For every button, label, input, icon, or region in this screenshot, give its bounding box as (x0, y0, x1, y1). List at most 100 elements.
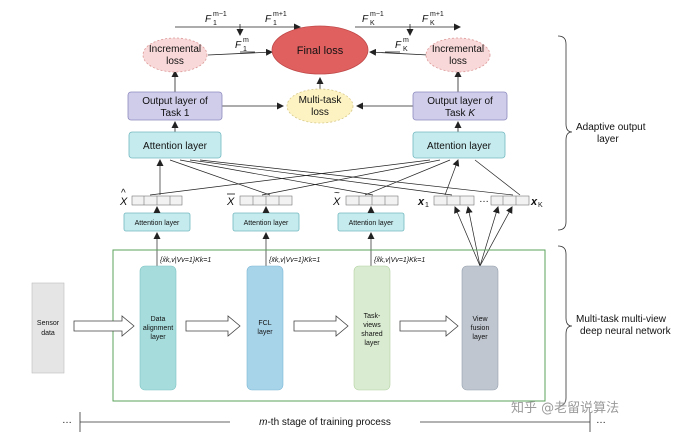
svg-text:F: F (265, 14, 272, 25)
svg-text:Data: Data (151, 316, 166, 323)
output-layer-taskk: Output layer of Task K (412, 91, 508, 121)
svg-text:layer: layer (472, 334, 488, 341)
network-label-line1: Multi-task multi-view (576, 314, 667, 325)
svg-text:layer: layer (257, 329, 273, 336)
svg-text:Multi-task: Multi-task (299, 95, 343, 106)
svg-text:Task-: Task- (364, 313, 381, 320)
svg-text:shared: shared (361, 331, 383, 338)
vector-x-tilde: X ~ (332, 188, 399, 208)
svg-text:Attention layer: Attention layer (427, 141, 492, 152)
network-label-line2: deep neural network (580, 326, 672, 337)
svg-text:Output layer of: Output layer of (142, 96, 208, 107)
svg-text:loss: loss (311, 107, 329, 118)
attention-layer-bar: Attention layer (232, 212, 300, 232)
svg-text:1: 1 (243, 46, 247, 53)
set-label-bar: {x̄k,v|Vv=1}Kk=1 (269, 257, 320, 264)
f1-cur-label: F m 1 (235, 37, 249, 53)
adaptive-label-line2: layer (597, 134, 619, 145)
svg-text:Attention layer: Attention layer (244, 220, 289, 227)
final-loss-node: Final loss (271, 25, 369, 75)
fk-prev-label: F m−1 K (362, 11, 384, 27)
loss-connectors (171, 48, 462, 132)
svg-text:View: View (472, 316, 488, 323)
svg-text:Task 1: Task 1 (161, 108, 190, 119)
attention-to-vector-arrows (153, 206, 513, 267)
attention-layer-top-left: Attention layer (128, 131, 222, 159)
attention-layer-hat: Attention layer (123, 212, 191, 232)
svg-text:Incremental: Incremental (149, 44, 201, 55)
f1-prev-label: F m−1 1 (205, 11, 227, 27)
svg-text:m−1: m−1 (213, 11, 227, 18)
vector-xk: x K (490, 195, 543, 209)
view-fusion-layer: View fusion layer (461, 265, 499, 391)
svg-text:layer: layer (364, 340, 380, 347)
svg-text:m+1: m+1 (273, 11, 287, 18)
sensor-data-box: Sensor data (31, 282, 65, 374)
svg-text:F: F (362, 14, 369, 25)
multitask-loss-node: Multi-task loss (286, 88, 354, 124)
output-layer-task1: Output layer of Task 1 (127, 91, 223, 121)
svg-text:x: x (530, 196, 538, 208)
svg-text:F: F (422, 14, 429, 25)
svg-text:…: … (62, 415, 72, 426)
vector-to-attention-lines (149, 159, 521, 196)
svg-text:K: K (403, 46, 408, 53)
svg-text:~: ~ (334, 188, 340, 199)
vector-x-bar: X (226, 193, 293, 208)
svg-text:loss: loss (449, 56, 467, 67)
vector-x1: x 1 (417, 195, 475, 209)
svg-text:m: m (243, 37, 249, 44)
svg-text:K: K (430, 20, 435, 27)
svg-text:Task K: Task K (445, 108, 476, 119)
svg-text:m-th stage of training process: m-th stage of training process (259, 417, 391, 428)
svg-text:views: views (363, 322, 381, 329)
attention-layer-top-right: Attention layer (412, 131, 506, 159)
data-alignment-layer: Data alignment layer (139, 265, 177, 391)
top-feedback-arrows (175, 23, 461, 36)
set-label-tilde: {x̃k,v|Vv=1}Kk=1 (374, 257, 425, 264)
fk-next-label: F m+1 K (422, 11, 444, 27)
vector-ellipsis: … (479, 194, 489, 205)
svg-text:Attention layer: Attention layer (349, 220, 394, 227)
svg-text:X: X (119, 196, 128, 208)
svg-text:^: ^ (121, 188, 126, 199)
svg-text:FCL: FCL (258, 320, 271, 327)
svg-text:F: F (235, 40, 242, 51)
flow-arrows (73, 315, 459, 337)
task-views-shared-layer: Task- views shared layer (353, 265, 391, 391)
fcl-layer: FCL layer (246, 265, 284, 391)
svg-text:Final loss: Final loss (297, 45, 344, 57)
svg-text:x: x (417, 196, 425, 208)
svg-text:F: F (205, 14, 212, 25)
watermark-text: 知乎 @老留说算法 (511, 400, 619, 416)
svg-text:loss: loss (166, 56, 184, 67)
svg-text:F: F (395, 40, 402, 51)
set-label-hat: {x̂k,v|Vv=1}Kk=1 (160, 257, 211, 264)
svg-text:1: 1 (425, 202, 429, 209)
svg-text:X: X (332, 196, 341, 208)
svg-text:layer: layer (150, 334, 166, 341)
adaptive-bracket (557, 35, 573, 231)
svg-text:X: X (226, 196, 235, 208)
incremental-loss-right: Incremental loss (425, 37, 491, 73)
svg-text:Attention layer: Attention layer (143, 141, 208, 152)
vector-x-hat: X ^ (119, 188, 183, 208)
incremental-loss-left: Incremental loss (142, 37, 208, 73)
svg-text:…: … (596, 415, 606, 426)
attention-layer-tilde: Attention layer (337, 212, 405, 232)
svg-text:Incremental: Incremental (432, 44, 484, 55)
svg-text:K: K (538, 202, 543, 209)
svg-text:Sensor: Sensor (37, 320, 60, 327)
svg-text:m: m (403, 37, 409, 44)
svg-text:m−1: m−1 (370, 11, 384, 18)
svg-text:alignment: alignment (143, 325, 173, 332)
svg-text:m+1: m+1 (430, 11, 444, 18)
fk-cur-label: F m K (395, 37, 409, 53)
svg-text:Attention layer: Attention layer (135, 220, 180, 227)
svg-text:K: K (370, 20, 375, 27)
training-stage-footer: … … m-th stage of training process (62, 412, 606, 432)
svg-text:fusion: fusion (471, 325, 490, 332)
svg-text:data: data (41, 330, 55, 337)
svg-text:1: 1 (213, 20, 217, 27)
